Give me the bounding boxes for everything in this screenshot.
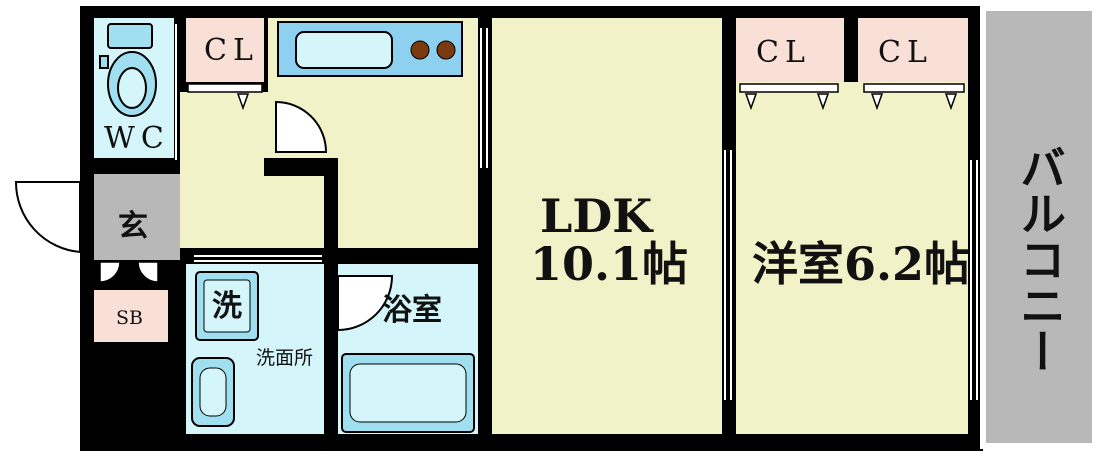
sliding-door-icon: [175, 24, 978, 400]
hall-wall-post: [324, 158, 338, 248]
hall-wall-notch: [264, 158, 338, 176]
entry-floor: [94, 174, 180, 260]
ldk-name-label: LDK: [540, 189, 654, 243]
closet-entry-label: CL: [204, 33, 259, 68]
closet-door-icon: [187, 83, 965, 111]
closet-bedroom-right: [858, 18, 968, 82]
wash-basin-bowl: [199, 367, 227, 417]
door-swing-icon: [14, 100, 394, 332]
closet-bedroom-right-label: CL: [878, 35, 933, 70]
bedroom: [736, 98, 968, 434]
wc-label: WC: [104, 121, 170, 156]
closet-entry: [186, 18, 264, 82]
shoe-box-door-icon: [99, 261, 159, 283]
shoe-box-label: SB: [116, 307, 143, 329]
bathroom-label: 浴室: [382, 293, 442, 328]
ldk-size-label: 10.1帖: [530, 237, 688, 291]
closet-bedroom-left-label: CL: [756, 35, 811, 70]
toilet-icon: [99, 23, 157, 117]
stove-burner-right: [436, 40, 456, 60]
shoe-box-area: [94, 290, 168, 342]
bathtub-inner: [349, 363, 467, 423]
bedroom-label: 洋室6.2帖: [752, 237, 970, 291]
balcony-area: [980, 5, 1098, 449]
sink-basin: [295, 31, 393, 69]
washer-inner: [203, 279, 251, 333]
washer-label: 洗: [212, 289, 242, 324]
washroom-label: 洗面所: [256, 347, 313, 369]
stove-burner-left: [410, 40, 430, 60]
ldk-room: [492, 18, 722, 434]
closet-bedroom-left: [736, 18, 844, 82]
genkan-label: 玄: [118, 209, 148, 244]
balcony-label: バルコニー: [1013, 144, 1067, 374]
